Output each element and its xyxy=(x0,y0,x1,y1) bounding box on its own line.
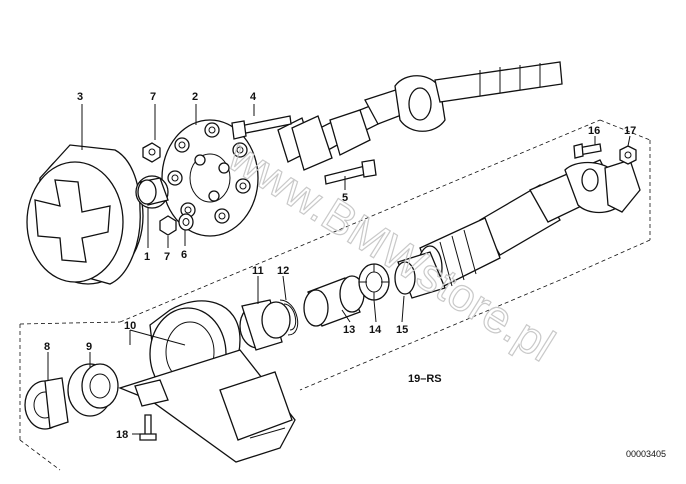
callout-17: 17 xyxy=(624,125,636,137)
group-label: 19–RS xyxy=(408,373,442,385)
section-outline xyxy=(19,119,651,471)
callout-15: 15 xyxy=(396,324,408,336)
hex-nut-7-lower xyxy=(159,215,177,236)
circlip-12 xyxy=(279,299,299,336)
callout-3: 3 xyxy=(77,91,83,103)
bolt-16 xyxy=(573,143,602,159)
flexible-disc xyxy=(161,119,259,237)
sleeve-13 xyxy=(303,275,365,327)
ring-15 xyxy=(394,251,446,299)
hex-nut-7-upper xyxy=(142,142,161,163)
bearing-ring-9 xyxy=(67,363,119,417)
bolt-4 xyxy=(231,115,292,140)
callout-5: 5 xyxy=(342,192,348,204)
callout-11: 11 xyxy=(252,265,264,277)
leader-lines xyxy=(47,104,631,435)
callouts: 3 7 2 4 5 1 7 6 8 9 10 11 12 13 14 15 16… xyxy=(44,91,636,441)
front-drive-shaft xyxy=(277,61,563,171)
drawing-code: 00003405 xyxy=(626,449,666,459)
callout-10: 10 xyxy=(124,320,136,332)
callout-7-lower: 7 xyxy=(164,251,170,263)
callout-9: 9 xyxy=(86,341,92,353)
nut-17 xyxy=(619,145,637,165)
callout-14: 14 xyxy=(369,324,382,336)
callout-12: 12 xyxy=(277,265,289,277)
callout-18: 18 xyxy=(116,429,128,441)
callout-8: 8 xyxy=(44,341,50,353)
callout-2: 2 xyxy=(192,91,198,103)
bolt-18 xyxy=(139,414,157,441)
washer-6 xyxy=(178,213,194,231)
bushing xyxy=(135,175,169,209)
centering-sleeve-drum xyxy=(26,144,144,285)
callout-16: 16 xyxy=(588,125,600,137)
callout-6: 6 xyxy=(181,249,187,261)
bolt-5 xyxy=(324,159,377,185)
ring-11 xyxy=(239,299,291,351)
callout-13: 13 xyxy=(343,324,355,336)
rear-drive-shaft xyxy=(417,159,641,291)
center-bearing-10 xyxy=(118,300,296,463)
callout-1: 1 xyxy=(144,251,150,263)
callout-7-upper: 7 xyxy=(150,91,156,103)
callout-4: 4 xyxy=(250,91,257,103)
bearing-ring-8 xyxy=(24,377,69,430)
